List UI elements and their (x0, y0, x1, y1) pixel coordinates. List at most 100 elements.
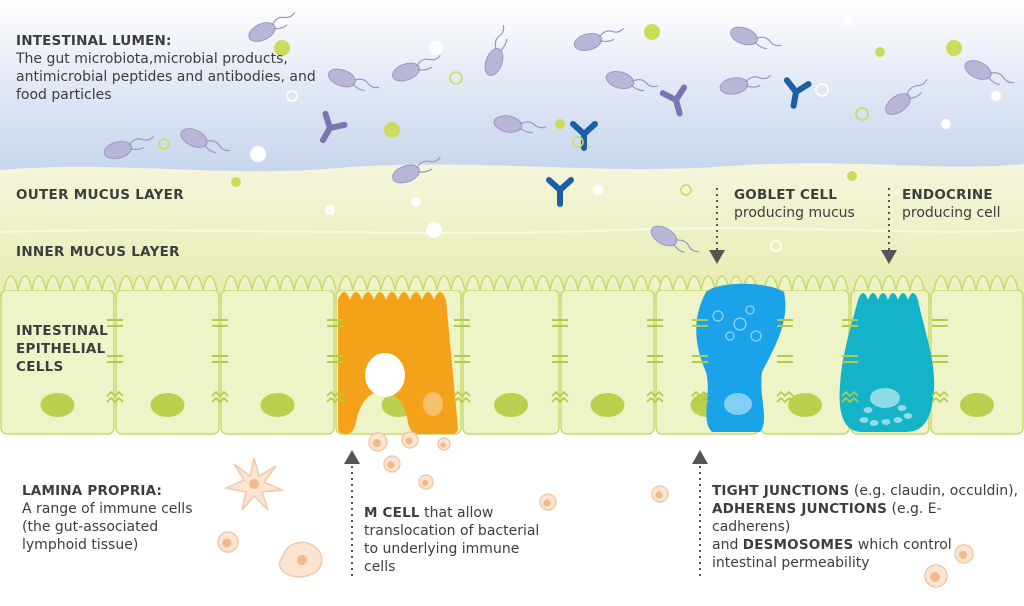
particles-group (158, 15, 1001, 252)
macrophage-nucleus (297, 555, 307, 565)
cell-nucleus (150, 393, 185, 417)
secretory-granule (869, 420, 879, 426)
food-particle (644, 24, 660, 40)
microvilli (223, 275, 337, 291)
immune-cell (954, 544, 974, 564)
immune-cell (383, 455, 401, 473)
adherens-junction (327, 355, 343, 363)
bacterium-body (885, 93, 911, 115)
m-cell-label: M CELL that allow translocation of bacte… (364, 504, 544, 576)
flagellum (416, 156, 441, 173)
adherens-junction (552, 355, 568, 363)
immune-cell (539, 493, 557, 511)
immune-cell-nucleus (655, 491, 663, 499)
antibody (659, 84, 688, 117)
flagellum (672, 239, 699, 254)
antibody (783, 77, 812, 109)
food-particle (429, 41, 443, 55)
lumen-description: The gut microbiota,microbial products, a… (16, 51, 316, 103)
dendritic-cell (223, 457, 285, 511)
m-cell-title: M CELL (364, 505, 420, 521)
tight-junction (692, 319, 708, 327)
junction-marker (646, 319, 664, 404)
endocrine-cell-description: producing cell (902, 205, 1001, 221)
adherens-junctions-description: (e.g. E-cadherens) (712, 501, 942, 535)
m-cell-description: that allow translocation of bacterial to… (364, 505, 540, 575)
epithelial-cell (930, 275, 1024, 435)
antibody (546, 177, 574, 207)
cell-nucleus (260, 393, 295, 417)
bacterium-body (650, 225, 678, 247)
m-cell-pocket (365, 353, 405, 397)
desmosome (106, 390, 124, 404)
epithelial-cells-group (0, 275, 1024, 435)
food-particle (946, 40, 962, 56)
desmosomes-title: DESMOSOMES (742, 537, 854, 553)
immune-cell (217, 531, 239, 553)
flagellum (519, 121, 547, 134)
bacterium (719, 75, 772, 95)
bacterium-body (573, 32, 603, 52)
immune-cell-nucleus (387, 461, 395, 469)
bacterium-body (719, 77, 749, 95)
lamina-propria-title: LAMINA PROPRIA: (22, 483, 163, 499)
desmosome (211, 390, 229, 404)
immune-cell (924, 564, 948, 588)
mucus-granule (712, 310, 724, 322)
microvilli (3, 275, 117, 291)
goblet-arrow (709, 188, 725, 264)
bacterium (392, 54, 441, 82)
immune-cell (651, 485, 669, 503)
flagellum (352, 78, 380, 92)
junction-marker (691, 319, 709, 404)
tight-junction (647, 319, 663, 327)
immune-cell-nucleus (405, 437, 413, 445)
food-particle (815, 83, 829, 97)
tight-junction (454, 319, 470, 327)
microbiota-group (103, 11, 1015, 254)
food-particle (384, 122, 400, 138)
adherens-junction (932, 355, 948, 363)
bacterium (180, 128, 231, 154)
lamina-propria-description: A range of immune cells (the gut-associa… (22, 501, 193, 553)
microvilli (933, 275, 1019, 291)
food-particle (250, 146, 266, 162)
epithelial-cell (115, 275, 220, 435)
mucus-granule (745, 305, 755, 315)
food-particle (941, 119, 951, 129)
antibody (570, 121, 598, 151)
antibody (320, 110, 348, 144)
bacterium-body (392, 164, 420, 184)
immune-cell (418, 474, 434, 490)
microvilli (465, 275, 565, 291)
adherens-junctions-title: ADHERENS JUNCTIONS (712, 501, 888, 517)
tight-junction (842, 319, 858, 327)
lamina-propria-label: LAMINA PROPRIA: A range of immune cells … (22, 482, 212, 554)
flagellum (987, 72, 1015, 86)
adherens-junction (107, 355, 123, 363)
mucus-granule (733, 317, 747, 331)
m-cell-arrow (344, 450, 360, 576)
microvilli (563, 275, 663, 291)
flagellum (203, 140, 231, 154)
desmosome (326, 390, 344, 404)
goblet-cell-description: producing mucus (734, 205, 855, 221)
junction-marker (841, 319, 859, 404)
epithelial-cell (0, 275, 117, 435)
endocrine-cell-body (839, 293, 935, 432)
epithelial-cell (462, 275, 565, 435)
secretory-granule (859, 417, 869, 423)
immune-cell-nucleus (440, 442, 446, 448)
cell-junctions-group (106, 319, 949, 404)
epithelial-cell (220, 275, 337, 435)
food-particle (555, 119, 565, 129)
bacterium (484, 24, 508, 76)
junction-marker (551, 319, 569, 404)
immune-cell (437, 437, 451, 451)
junction-marker (453, 319, 471, 404)
secretory-granule (863, 407, 873, 413)
antibodies-group (320, 77, 812, 207)
antibody-shape (659, 84, 688, 117)
antibody-shape (783, 77, 812, 109)
